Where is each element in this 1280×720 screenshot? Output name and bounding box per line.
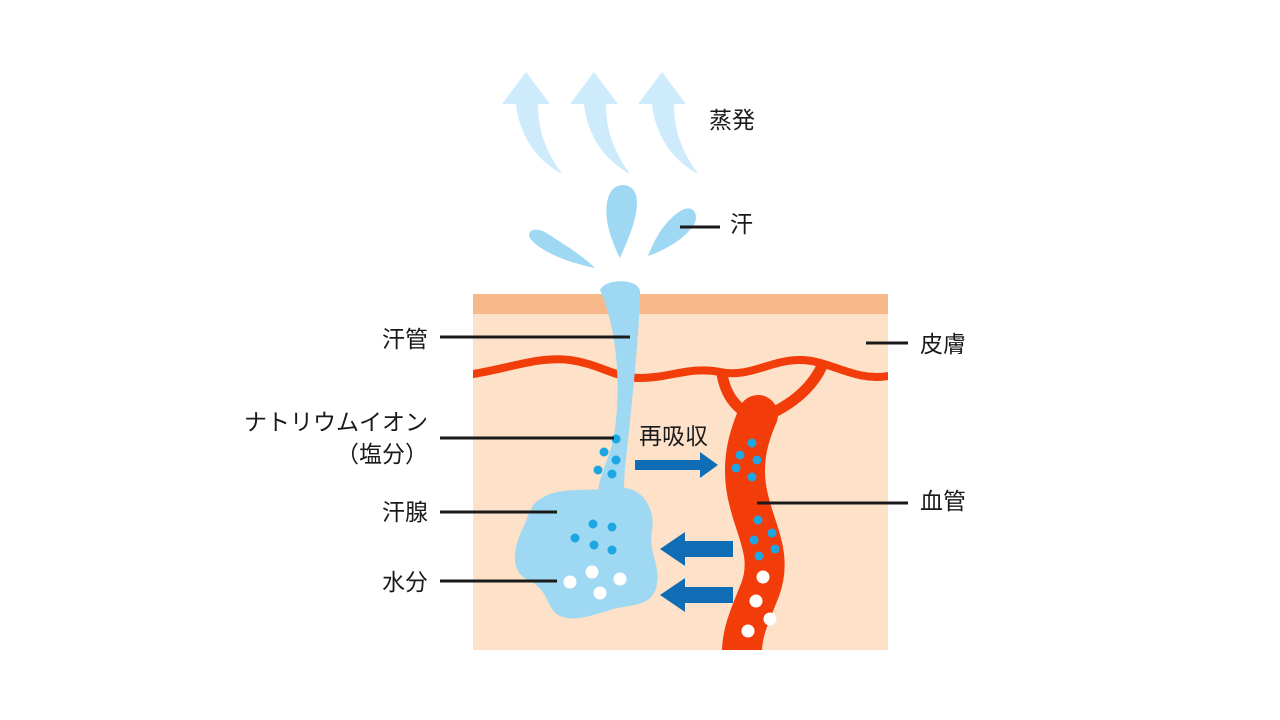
blood-vessel <box>473 355 888 650</box>
reabsorption-arrow <box>635 452 718 478</box>
sodium-ion-dots-vessel <box>731 438 780 561</box>
label-sweat: 汗 <box>730 212 753 238</box>
label-blood-vessel: 血管 <box>920 489 966 515</box>
label-sweat-gland: 汗腺 <box>382 500 428 526</box>
sweat-droplet <box>529 229 595 268</box>
label-skin: 皮膚 <box>920 332 966 358</box>
sweat-droplet <box>606 184 637 258</box>
evaporation-arrow <box>638 72 698 174</box>
water-flow-arrow <box>660 578 733 612</box>
label-evaporation: 蒸発 <box>709 108 755 134</box>
evaporation-arrow <box>570 72 630 174</box>
skin-surface-layer <box>473 294 888 314</box>
sodium-ion-dots-gland <box>570 519 617 555</box>
sweat-droplet <box>648 208 696 256</box>
water-dots-vessel <box>741 570 777 638</box>
water-flow-arrow <box>660 532 733 566</box>
sweat-gland <box>514 487 658 619</box>
label-sweat-duct: 汗管 <box>382 327 428 353</box>
label-sodium-ion: ナトリウムイオン <box>244 410 428 436</box>
water-dots-gland <box>563 565 627 600</box>
label-water: 水分 <box>382 570 428 596</box>
sodium-ion-dots-duct <box>593 434 621 479</box>
label-sodium-ion-salt: （塩分） <box>336 442 428 468</box>
evaporation-arrow <box>502 72 562 174</box>
label-reabsorption: 再吸収 <box>639 424 708 450</box>
sweat-duct <box>598 281 640 495</box>
